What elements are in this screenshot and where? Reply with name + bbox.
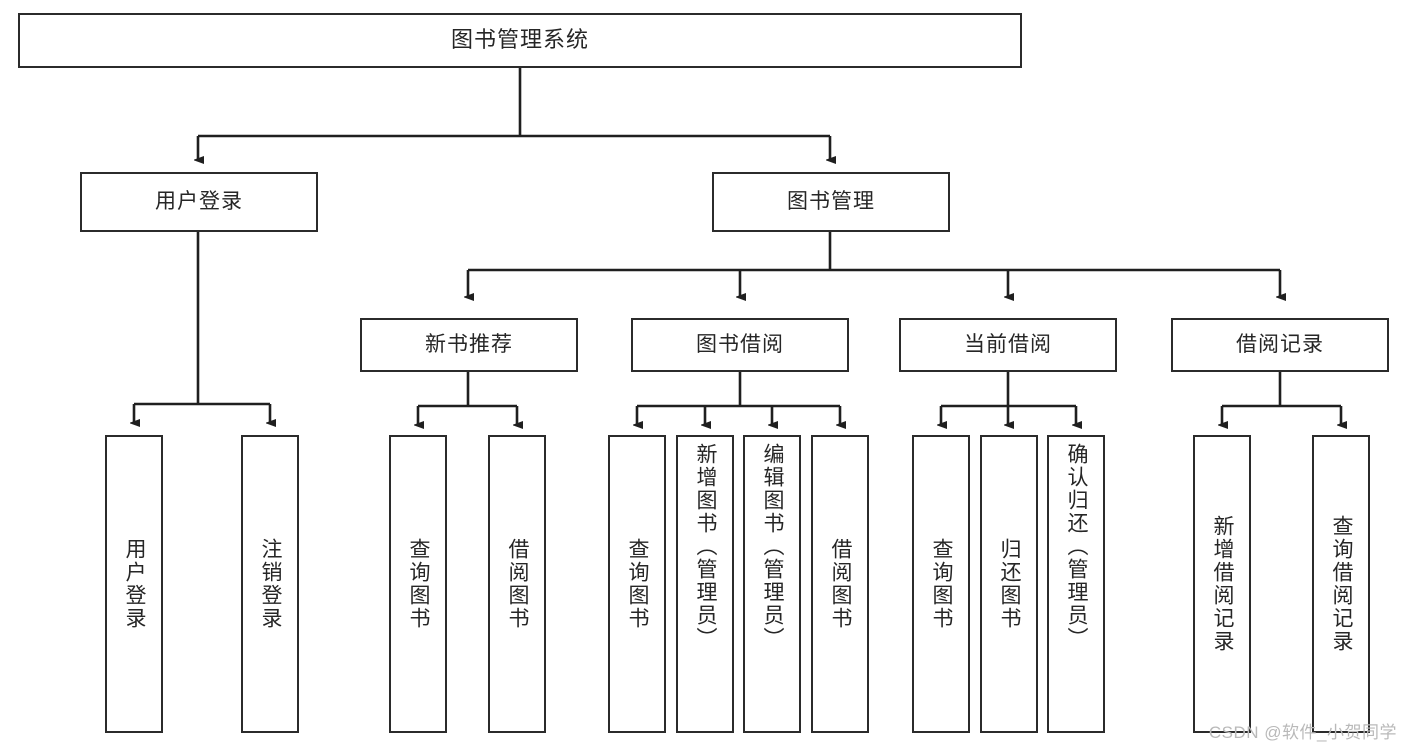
leaf-label: 新增借阅记录 [1211, 515, 1235, 653]
leaf-label: 查询图书 [930, 538, 954, 630]
node-leaf-borrow-book-2[interactable]: 借阅图书 [811, 435, 869, 733]
node-new-book-recommend[interactable]: 新书推荐 [360, 318, 578, 372]
leaf-label: 归还图书 [998, 538, 1022, 630]
node-leaf-query-book-2[interactable]: 查询图书 [608, 435, 666, 733]
node-leaf-borrow-book-1[interactable]: 借阅图书 [488, 435, 546, 733]
node-user-login[interactable]: 用户登录 [80, 172, 318, 232]
node-book-borrow[interactable]: 图书借阅 [631, 318, 849, 372]
node-leaf-add-book[interactable]: 新增图书（管理员） [676, 435, 734, 733]
node-leaf-return-book[interactable]: 归还图书 [980, 435, 1038, 733]
node-root-system[interactable]: 图书管理系统 [18, 13, 1022, 68]
node-leaf-query-borrow-record[interactable]: 查询借阅记录 [1312, 435, 1370, 733]
node-book-manage[interactable]: 图书管理 [712, 172, 950, 232]
node-leaf-edit-book[interactable]: 编辑图书（管理员） [743, 435, 801, 733]
node-leaf-logout-login[interactable]: 注销登录 [241, 435, 299, 733]
node-leaf-query-book-3[interactable]: 查询图书 [912, 435, 970, 733]
node-leaf-add-borrow-record[interactable]: 新增借阅记录 [1193, 435, 1251, 733]
node-leaf-query-book-1[interactable]: 查询图书 [389, 435, 447, 733]
leaf-label: 查询图书 [626, 538, 650, 630]
node-leaf-user-login[interactable]: 用户登录 [105, 435, 163, 733]
node-borrow-record[interactable]: 借阅记录 [1171, 318, 1389, 372]
leaf-label: 借阅图书 [829, 538, 853, 630]
node-leaf-confirm-return[interactable]: 确认归还（管理员） [1047, 435, 1105, 733]
node-current-borrow[interactable]: 当前借阅 [899, 318, 1117, 372]
leaf-label: 新增图书（管理员） [694, 443, 718, 650]
watermark-text: CSDN @软件_小贺同学 [1208, 723, 1397, 742]
leaf-label: 查询借阅记录 [1330, 515, 1354, 653]
leaf-label: 确认归还（管理员） [1065, 443, 1089, 650]
leaf-label: 编辑图书（管理员） [761, 443, 785, 650]
leaf-label: 借阅图书 [506, 538, 530, 630]
leaf-label: 用户登录 [123, 538, 147, 630]
leaf-label: 查询图书 [407, 538, 431, 630]
leaf-label: 注销登录 [259, 538, 283, 630]
